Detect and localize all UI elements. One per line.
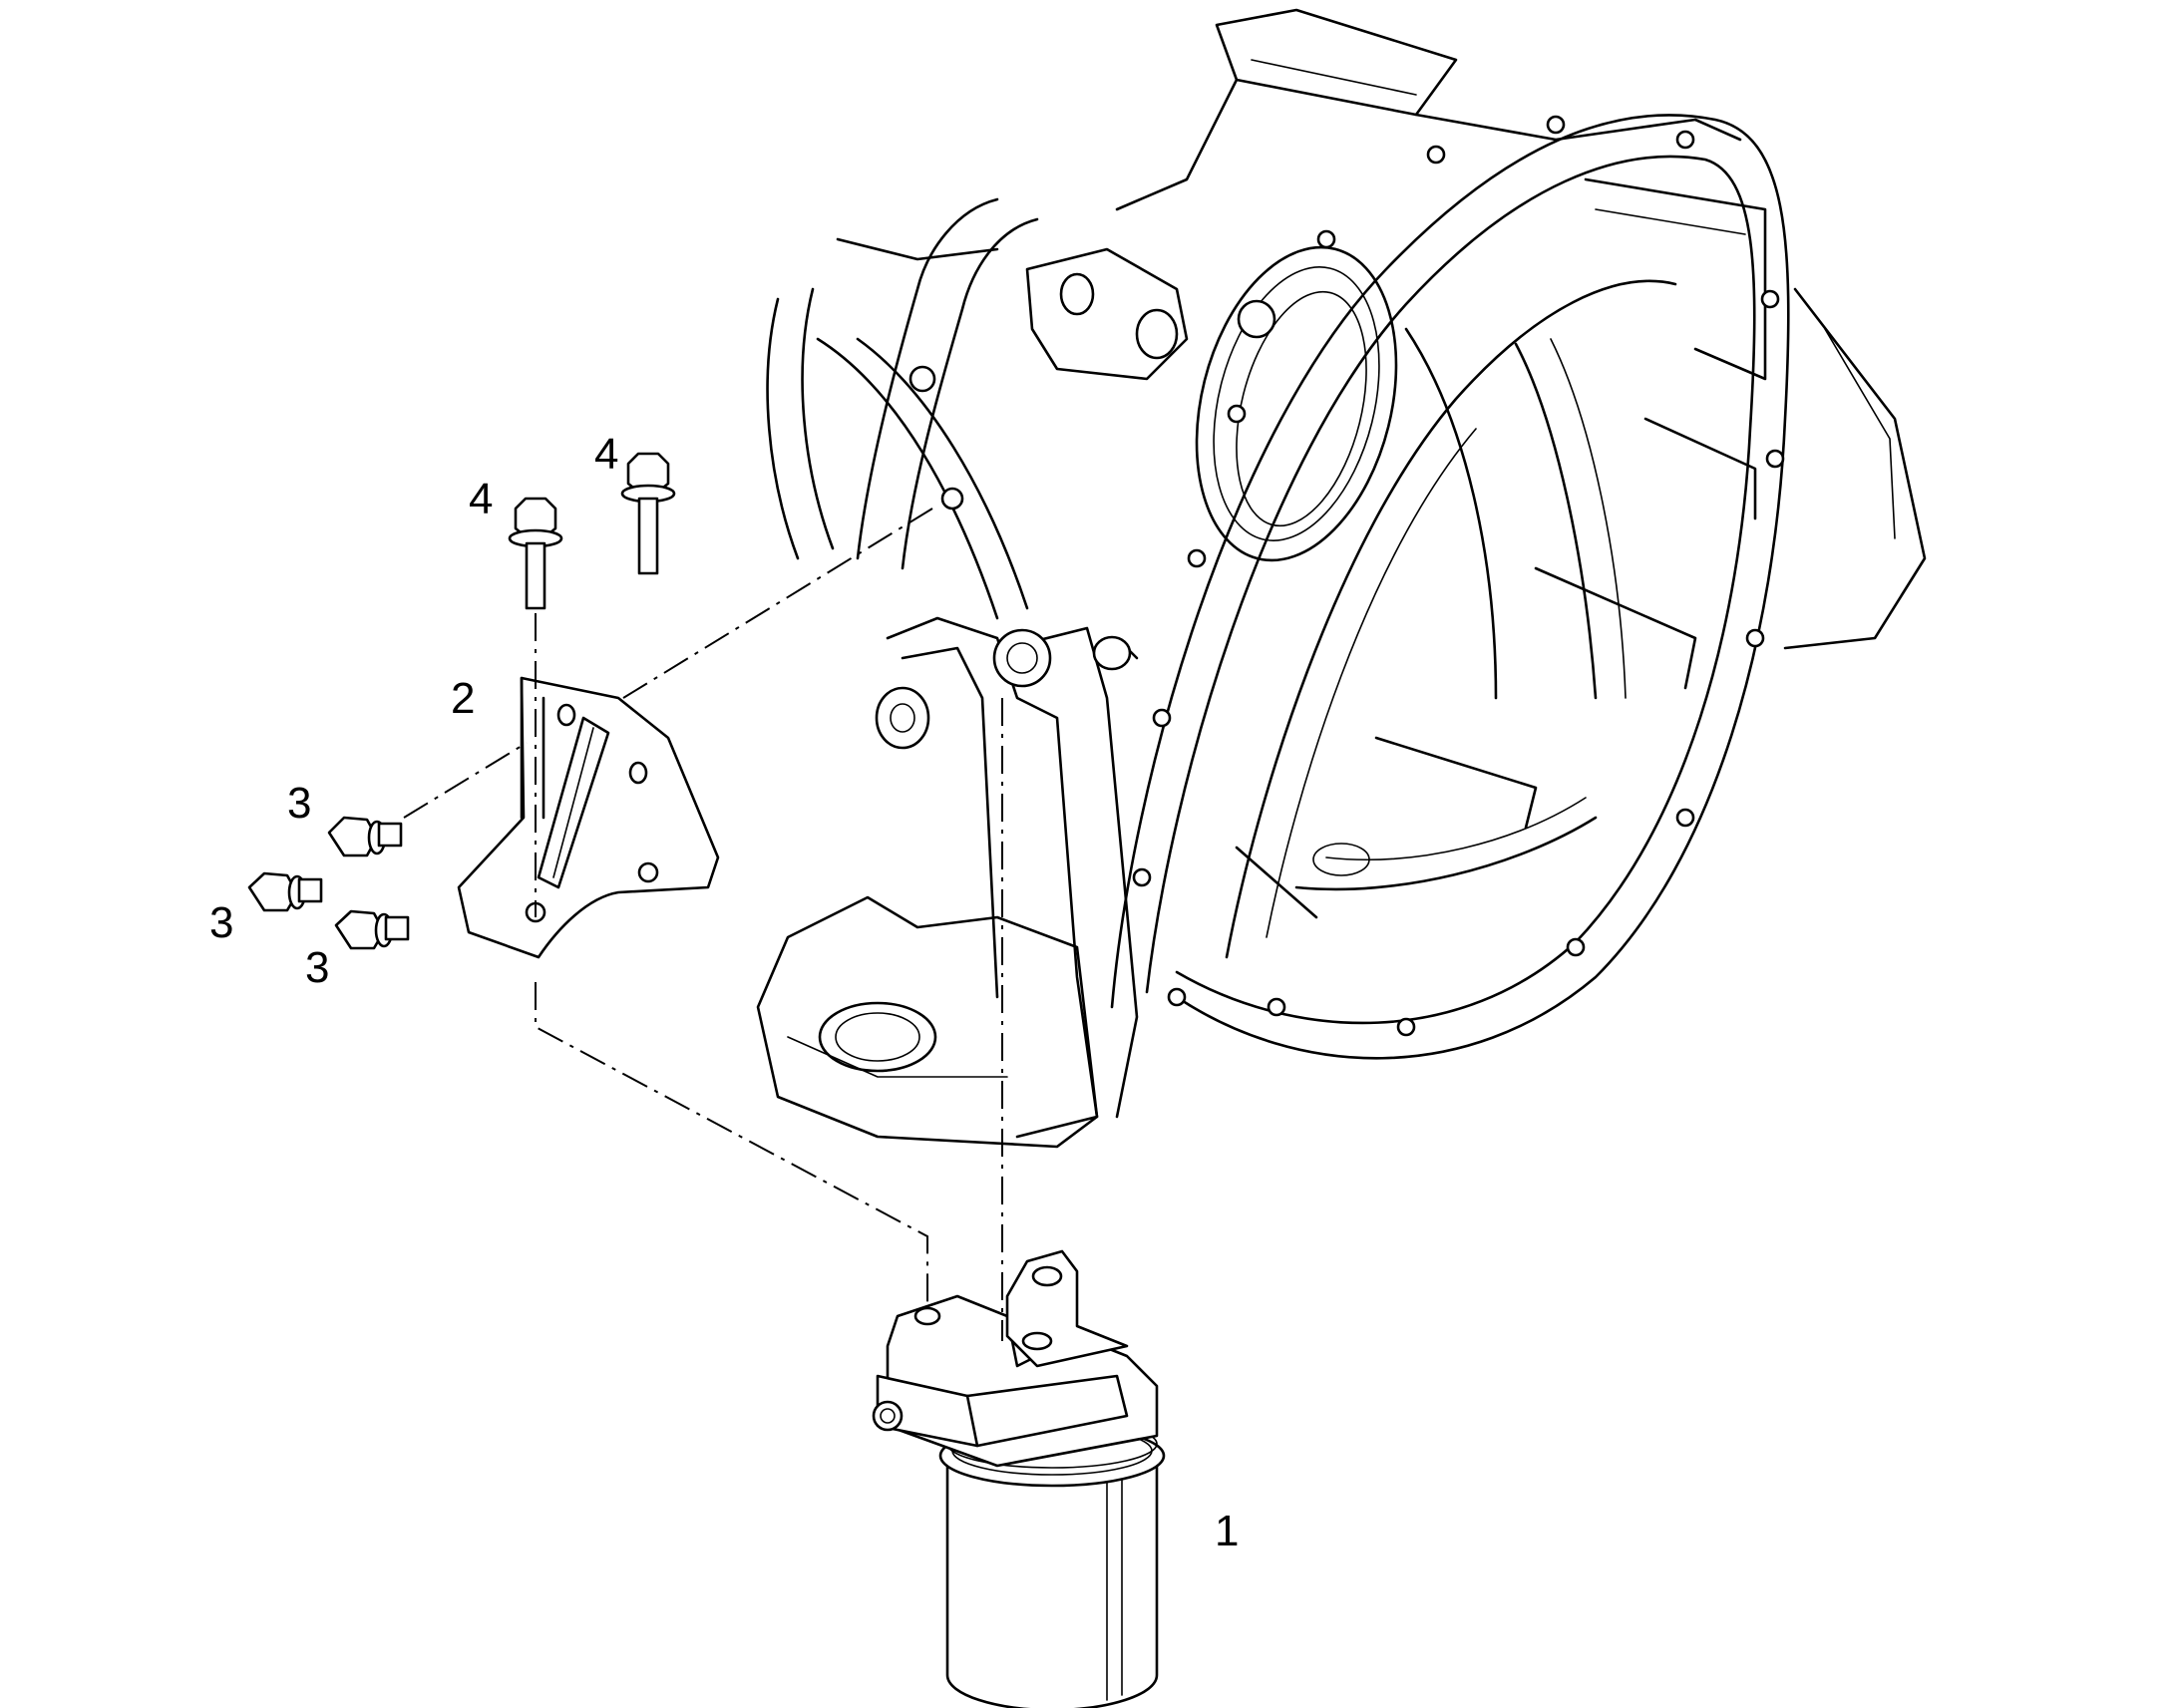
callout-labels: 1 2 3 3 3 4 4 [209,430,1239,1555]
callout-3b: 3 [209,898,233,947]
bolt-4-right [620,452,676,575]
screw-3-a [327,816,403,857]
callout-3c: 3 [305,943,329,992]
flywheel-housing [756,8,1927,1149]
filter-assembly [872,1249,1166,1708]
rim-bolt-holes [1132,115,1785,1037]
bolt-4-left [508,497,563,610]
callout-2: 2 [451,674,475,723]
callout-4a: 4 [469,475,493,523]
callout-1: 1 [1215,1507,1239,1555]
screw-3-c [334,909,410,950]
callout-4b: 4 [594,430,618,479]
screw-3-b [247,871,323,912]
mounting-bracket [457,676,720,959]
assembly-lines [403,508,1003,1341]
callout-3a: 3 [287,779,311,828]
